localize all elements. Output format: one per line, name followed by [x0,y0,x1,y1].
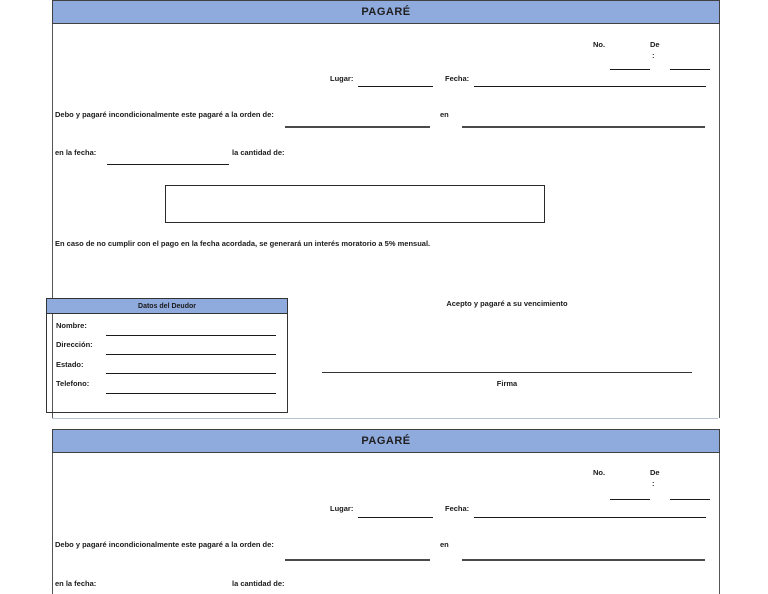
de-value-line-2[interactable] [670,499,710,500]
en-label-2: en [440,540,449,549]
telefono-value-line[interactable] [106,393,276,394]
payee-value-line-2[interactable] [285,559,430,561]
place-value-line-2[interactable] [462,559,705,561]
lugar-label: Lugar: [330,74,354,83]
amount-box[interactable] [165,185,545,223]
lugar-label-2: Lugar: [330,504,354,513]
en-fecha-label-2: en la fecha: [55,579,97,588]
order-clause-label-2: Debo y pagaré incondicionalmente este pa… [55,540,274,549]
section1-body-frame [52,24,720,418]
signature-line[interactable]: Firma [322,372,692,391]
estado-value-line[interactable] [106,373,276,374]
de-colon-2: : [652,479,655,488]
section2-header: PAGARÉ [52,429,720,453]
lugar-value-line[interactable] [358,86,433,87]
place-value-line[interactable] [462,126,705,128]
lugar-value-line-2[interactable] [358,517,433,518]
accept-text: Acepto y pagaré a su vencimiento [446,299,568,308]
direccion-value-line[interactable] [106,354,276,355]
telefono-label: Telefono: [56,379,90,388]
cantidad-label: la cantidad de: [232,148,285,157]
de-colon: : [652,51,655,60]
fecha-label-2: Fecha: [445,504,470,513]
section2-body-frame [52,453,720,594]
nombre-value-line[interactable] [106,335,276,336]
de-value-line[interactable] [670,69,710,70]
debtor-box-title: Datos del Deudor [138,302,196,310]
order-clause-label: Debo y pagaré incondicionalmente este pa… [55,110,274,119]
fecha-value-line-2[interactable] [474,517,706,518]
en-fecha-label: en la fecha: [55,148,97,157]
en-label: en [440,110,449,119]
section1-bottom-border [52,418,718,419]
debtor-box-header: Datos del Deudor [47,299,287,314]
no-value-line-2[interactable] [610,499,650,500]
fecha-value-line[interactable] [474,86,706,87]
no-label: No. [593,40,606,49]
fecha-label: Fecha: [445,74,470,83]
no-value-line[interactable] [610,69,650,70]
firma-label: Firma [496,379,518,388]
nombre-label: Nombre: [56,321,87,330]
section1-title: PAGARÉ [361,6,411,18]
de-label-2: De [650,468,660,477]
payee-value-line[interactable] [285,126,430,128]
interest-note: En caso de no cumplir con el pago en la … [55,239,431,248]
de-label: De [650,40,660,49]
estado-label: Estado: [56,360,84,369]
due-date-value-line[interactable] [107,164,229,165]
section1-header: PAGARÉ [52,0,720,24]
cantidad-label-2: la cantidad de: [232,579,285,588]
section2-title: PAGARÉ [361,435,411,447]
debtor-box: Datos del Deudor Nombre: Dirección: Esta… [46,298,288,413]
direccion-label: Dirección: [56,340,93,349]
no-label-2: No. [593,468,606,477]
